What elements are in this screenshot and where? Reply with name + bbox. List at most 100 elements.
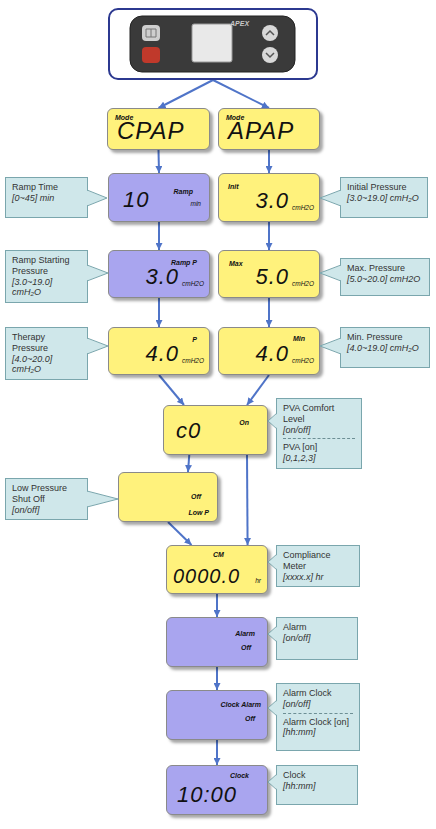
callout-pointer — [268, 772, 278, 792]
lcd-label: hr — [255, 578, 261, 585]
callout-pointer — [320, 188, 342, 208]
callout-text: Compliance Meter — [283, 550, 353, 572]
lcd-value: CPAP — [117, 119, 185, 143]
lcd-screen: AlarmOff — [166, 617, 268, 667]
flow-arrow — [188, 455, 189, 472]
callout-pointer — [86, 489, 118, 509]
callout-text: Ramp Starting Pressure — [12, 255, 81, 277]
callout-text: [hh:mm] — [283, 781, 351, 792]
lcd-value: 4.0 — [145, 343, 179, 365]
flow-arrow — [159, 375, 184, 405]
callout-text: Clock — [283, 770, 351, 781]
device-illustration — [110, 10, 315, 77]
callout-text: Max. Pressure — [347, 263, 423, 274]
callout-box: Min. Pressure[4.0~19.0] cmH₂O — [340, 327, 430, 368]
callout-text: [on/off] — [283, 425, 355, 436]
callout-text: Therapy Pressure — [12, 332, 81, 354]
callout-text: [3.0~19.0] cmH₂O — [347, 193, 421, 204]
callout-pointer — [320, 336, 342, 356]
flow-arrow — [158, 150, 161, 173]
callout-box: Alarm Clock[on/off]Alarm Clock [on][hh:m… — [276, 683, 360, 751]
callout-pointer — [268, 552, 278, 572]
flow-arrow — [213, 80, 269, 108]
lcd-screen: CM 0000.0 hr — [166, 545, 268, 594]
lcd-value: 10 — [123, 189, 149, 211]
callout-box: Low Pressure Shut Off[on/off] — [5, 478, 88, 520]
flow-arrow — [268, 222, 270, 250]
flow-arrow — [159, 80, 214, 108]
callout-box: PVA Comfort Level[on/off]PVA [on][0,1,2,… — [276, 398, 362, 469]
flow-arrow — [158, 298, 160, 327]
callout-pointer — [268, 698, 278, 718]
lcd-label: Low P — [188, 509, 209, 516]
callout-text: [hh:mm] — [283, 727, 353, 738]
lcd-value: c0 — [176, 420, 201, 442]
lcd-label: cmH2O — [292, 281, 314, 288]
flow-arrow — [158, 222, 160, 250]
flow-arrow — [168, 522, 192, 545]
flow-arrow — [216, 667, 218, 690]
callout-text: [4.0~20.0] cmH₂O — [12, 354, 81, 376]
lcd-label: Clock Alarm — [220, 701, 261, 708]
lcd-screen: ModeCPAP — [107, 108, 210, 150]
device-panel: APEX — [108, 8, 318, 80]
lcd-value: APAP — [228, 119, 294, 143]
callout-text: [xxxx.x] hr — [283, 572, 353, 583]
flow-arrow — [216, 740, 218, 765]
callout-box: Therapy Pressure[4.0~20.0] cmH₂O — [5, 327, 88, 380]
callout-box: Initial Pressure[3.0~19.0] cmH₂O — [340, 177, 428, 218]
lcd-label: P — [192, 336, 197, 343]
lcd-screen: Clock AlarmOff — [166, 690, 268, 740]
lcd-value: 0000.0 — [173, 566, 240, 586]
flow-arrow — [216, 594, 218, 617]
lcd-label: cmH2O — [182, 281, 204, 288]
callout-pointer — [86, 188, 107, 208]
callout-box: Max. Pressure[5.0~20.0] cmH2O — [340, 258, 430, 296]
callout-text: [0~45] min — [12, 193, 81, 204]
callout-text: PVA Comfort Level — [283, 403, 355, 425]
callout-text: Low Pressure Shut Off — [12, 483, 81, 505]
lcd-label: cmH2O — [292, 358, 314, 365]
lcd-label: min — [191, 201, 201, 208]
callout-text: Initial Pressure — [347, 182, 421, 193]
lcd-label: Ramp — [174, 188, 193, 195]
lcd-label: On — [239, 419, 249, 426]
lcd-screen: Ramp P3.0cmH2O — [108, 250, 210, 298]
flow-arrow — [268, 298, 270, 327]
brand-logo: APEX — [230, 20, 249, 27]
flow-arrow — [246, 455, 249, 545]
callout-text: [on/off] — [283, 633, 351, 644]
callout-box: Ramp Starting Pressure[3.0~19.0] cmH₂O — [5, 250, 88, 303]
callout-box: Clock[hh:mm] — [276, 765, 358, 805]
lcd-label: Ramp P — [171, 259, 197, 266]
callout-box: Alarm[on/off] — [276, 617, 358, 660]
lcd-label: Max — [229, 260, 243, 267]
callout-text: [4.0~19.0] cmH₂O — [347, 343, 423, 354]
lcd-value: 3.0 — [145, 266, 179, 288]
lcd-screen: Min 4.0cmH2O — [218, 327, 320, 375]
lcd-label: Clock — [230, 772, 249, 779]
callout-pointer — [268, 624, 278, 644]
lcd-label: Init — [228, 183, 239, 190]
lcd-screen: OffLow P — [118, 472, 218, 522]
flow-arrow — [268, 150, 270, 173]
lcd-screen: Clock 10:00 — [166, 765, 268, 815]
lcd-value: 4.0 — [255, 343, 289, 365]
lcd-label: Min — [293, 335, 305, 342]
callout-text: Alarm — [283, 622, 351, 633]
lcd-screen: P4.0cmH2O — [108, 327, 210, 375]
callout-box: Compliance Meter[xxxx.x] hr — [276, 545, 360, 587]
callout-text: Alarm Clock — [283, 688, 353, 699]
lcd-value: 10:00 — [177, 784, 237, 806]
lcd-label: CM — [213, 551, 224, 558]
callout-text: PVA [on] — [283, 438, 355, 453]
lcd-label: Alarm — [235, 630, 255, 637]
lcd-label: Off — [191, 493, 201, 500]
callout-box: Ramp Time[0~45] min — [5, 177, 88, 218]
lcd-label: Off — [245, 715, 255, 722]
lcd-value: 3.0 — [255, 190, 289, 212]
callout-text: Min. Pressure — [347, 332, 423, 343]
lcd-screen: ModeAPAP — [218, 108, 320, 150]
callout-pointer — [86, 336, 108, 356]
callout-text: [on/off] — [12, 505, 81, 516]
